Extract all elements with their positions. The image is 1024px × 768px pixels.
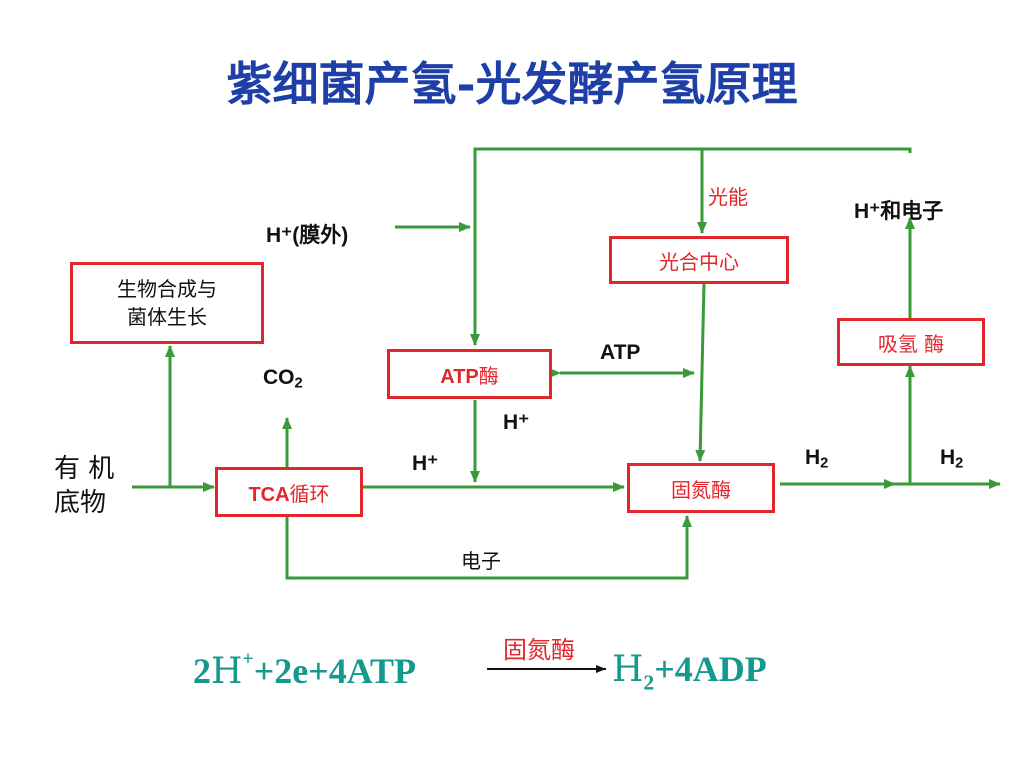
reaction-equation-left: 2H++2e+4ATP [193, 648, 416, 692]
hydrogenase-label: 吸氢 酶 [877, 331, 945, 356]
eq-right-h: H [612, 649, 644, 690]
biosynthesis-label-line1: 生物合成与 [117, 277, 217, 301]
nitrogenase-label: 固氮酶 [671, 477, 731, 502]
photo-center-box: 光合中心 [609, 236, 789, 284]
atp-enzyme-label: ATP酶 [440, 360, 499, 389]
h-plus-electron-label: H⁺和电子 [854, 200, 944, 223]
eq-left-rest: +2e+4ATP [253, 650, 417, 691]
eq-left-sup: + [242, 648, 254, 670]
page-title: 紫细菌产氢-光发酵产氢原理 [226, 57, 798, 111]
atp-enzyme-suffix: 酶 [478, 363, 499, 388]
co2-base: CO [263, 366, 295, 389]
h-plus-label-right: H⁺ [503, 411, 530, 434]
tca-prefix: TCA [248, 483, 290, 506]
biosynthesis-box: 生物合成与 菌体生长 [70, 262, 264, 344]
tca-cycle-box: TCA循环 [215, 467, 363, 517]
photo-center-to-nitrogenase-arrow [695, 282, 706, 462]
h2-label-nitrogenase: H2 [805, 446, 828, 472]
eq-right-rest: +4ADP [654, 649, 767, 689]
nitrogenase-box: 固氮酶 [627, 463, 775, 513]
h2-a-base: H [805, 446, 821, 469]
h2-label-output: H2 [940, 446, 963, 472]
eq-left-h: H [211, 650, 243, 692]
h2-b-sub: 2 [955, 455, 964, 472]
eq-right-sub: 2 [643, 670, 655, 695]
equation-enzyme-label: 固氮酶 [503, 636, 575, 664]
co2-sub: 2 [294, 375, 303, 392]
electron-label: 电子 [461, 549, 501, 573]
eq-left-coef: 2 [193, 650, 211, 691]
h2-b-base: H [940, 446, 956, 469]
tca-suffix: 循环 [289, 481, 330, 506]
hydrogenase-box: 吸氢 酶 [837, 318, 985, 366]
h-plus-outside-label: H⁺(膜外) [266, 224, 349, 247]
organic-substrate-line1: 有 机 [54, 454, 115, 484]
h2-a-sub: 2 [820, 455, 829, 472]
atp-label: ATP [600, 341, 641, 364]
reaction-equation-right: H2+4ADP [612, 648, 767, 696]
organic-substrate-line2: 底物 [54, 488, 107, 518]
light-energy-label: 光能 [708, 185, 748, 209]
h-plus-label-left: H⁺ [412, 452, 439, 475]
photo-center-label: 光合中心 [659, 249, 739, 274]
atp-enzyme-box: ATP酶 [387, 349, 552, 399]
biosynthesis-label-line2: 菌体生长 [127, 305, 207, 329]
organic-substrate-label: 有 机 底物 [54, 452, 114, 520]
tca-cycle-label: TCA循环 [248, 478, 329, 507]
co2-label: CO2 [263, 366, 303, 392]
atp-enzyme-prefix: ATP [440, 365, 479, 388]
